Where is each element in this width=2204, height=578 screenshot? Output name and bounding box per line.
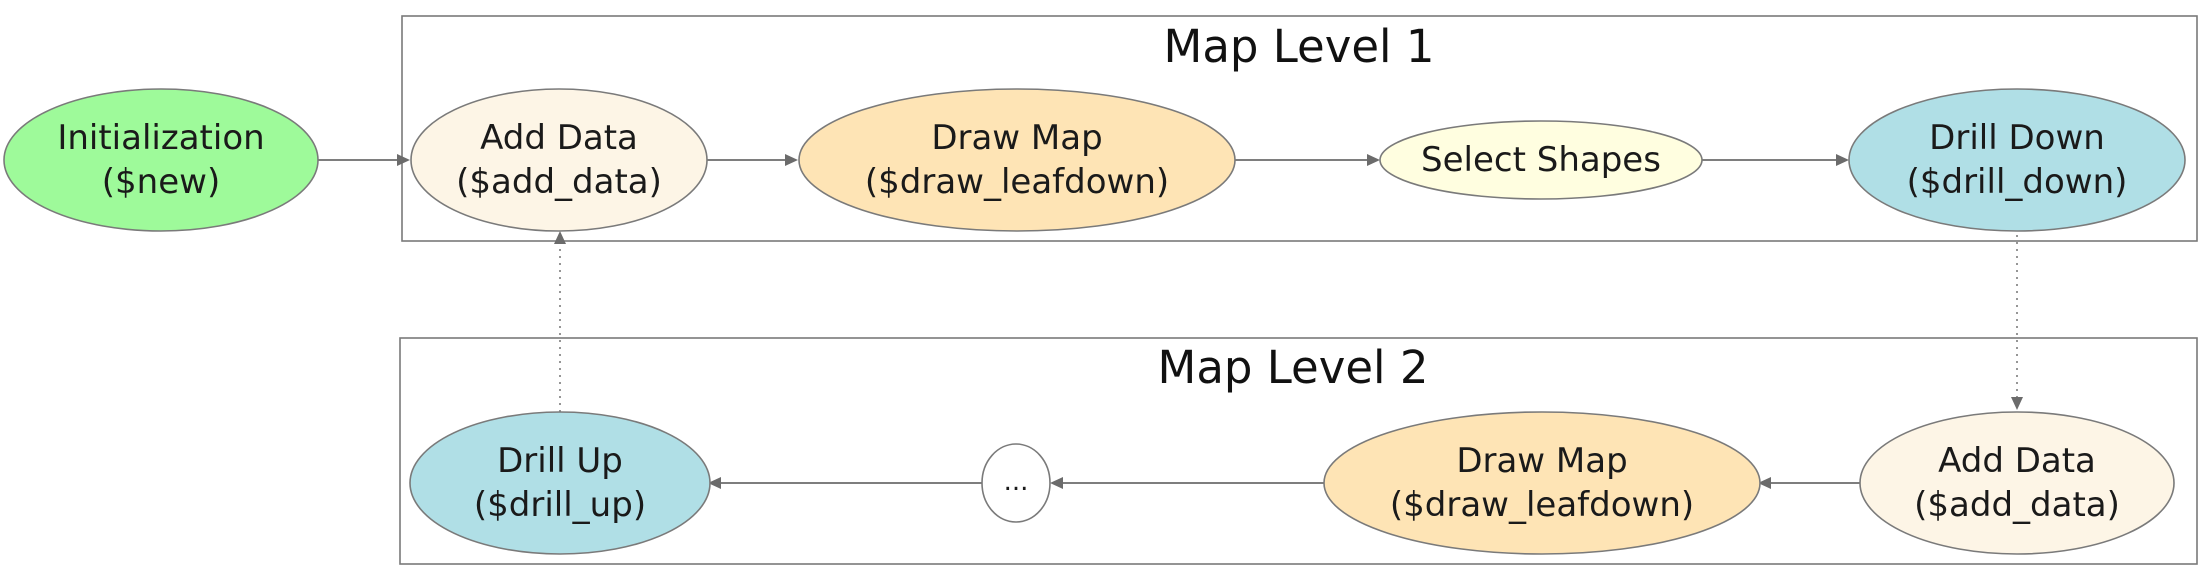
node-select-shapes-label: Select Shapes (1421, 140, 1661, 180)
node-draw-map-level-2-shape (1323, 411, 1761, 555)
node-draw-map-level-1-shape (798, 88, 1236, 232)
cluster-map-level-2-title: Map Level 2 (1158, 341, 1429, 394)
node-drill-down-shape (1848, 88, 2186, 232)
node-drill-up-method: ($drill_up) (474, 485, 646, 525)
edge-ellipsis-to-drill-up (708, 477, 982, 489)
edge-draw-map-to-select-shapes (1235, 154, 1380, 166)
node-draw-map-level-2-method: ($draw_leafdown) (1390, 485, 1694, 525)
node-initialization-method: ($new) (102, 162, 220, 202)
node-drill-up[interactable]: Drill Up ($drill_up) (409, 411, 711, 555)
edge-add-data-to-draw-map (706, 154, 798, 166)
node-ellipsis-shape (981, 443, 1051, 523)
node-add-data-level-1-label: Add Data (480, 118, 638, 158)
nodes: Initialization ($new) Add Data ($add_dat… (3, 88, 2186, 555)
edge-add-data-to-draw-map-level-2 (1758, 477, 1860, 489)
node-select-shapes[interactable]: Select Shapes (1379, 120, 1703, 200)
node-add-data-level-2-label: Add Data (1938, 441, 2096, 481)
node-drill-down-method: ($drill_down) (1907, 162, 2128, 202)
edge-draw-map-to-ellipsis (1050, 477, 1324, 489)
node-drill-up-label: Drill Up (497, 441, 623, 481)
edge-select-shapes-to-drill-down (1702, 154, 1849, 166)
node-ellipsis[interactable]: ... (981, 443, 1051, 523)
node-draw-map-level-1-label: Draw Map (931, 118, 1102, 158)
edges (318, 154, 2023, 489)
node-select-shapes-shape (1379, 120, 1703, 200)
edge-initialization-to-add-data (318, 154, 410, 166)
node-add-data-level-2-shape (1859, 411, 2175, 555)
node-add-data-level-2[interactable]: Add Data ($add_data) (1859, 411, 2175, 555)
cluster-map-level-1-title: Map Level 1 (1164, 20, 1435, 73)
node-initialization-shape (3, 88, 319, 232)
node-draw-map-level-2-label: Draw Map (1456, 441, 1627, 481)
node-initialization[interactable]: Initialization ($new) (3, 88, 319, 232)
node-draw-map-level-1[interactable]: Draw Map ($draw_leafdown) (798, 88, 1236, 232)
node-drill-up-shape (409, 411, 711, 555)
edge-drill-down-to-add-data-level-2 (2011, 235, 2023, 410)
node-drill-down-label: Drill Down (1929, 118, 2105, 158)
node-draw-map-level-2[interactable]: Draw Map ($draw_leafdown) (1323, 411, 1761, 555)
node-ellipsis-label: ... (1004, 467, 1029, 497)
node-add-data-level-2-method: ($add_data) (1914, 485, 2120, 525)
node-add-data-level-1[interactable]: Add Data ($add_data) (410, 88, 708, 232)
node-draw-map-level-1-method: ($draw_leafdown) (865, 162, 1169, 202)
node-add-data-level-1-method: ($add_data) (456, 162, 662, 202)
node-add-data-level-1-shape (410, 88, 708, 232)
node-initialization-label: Initialization (57, 118, 264, 158)
node-drill-down[interactable]: Drill Down ($drill_down) (1848, 88, 2186, 232)
edge-drill-up-to-add-data-level-1 (554, 231, 566, 412)
